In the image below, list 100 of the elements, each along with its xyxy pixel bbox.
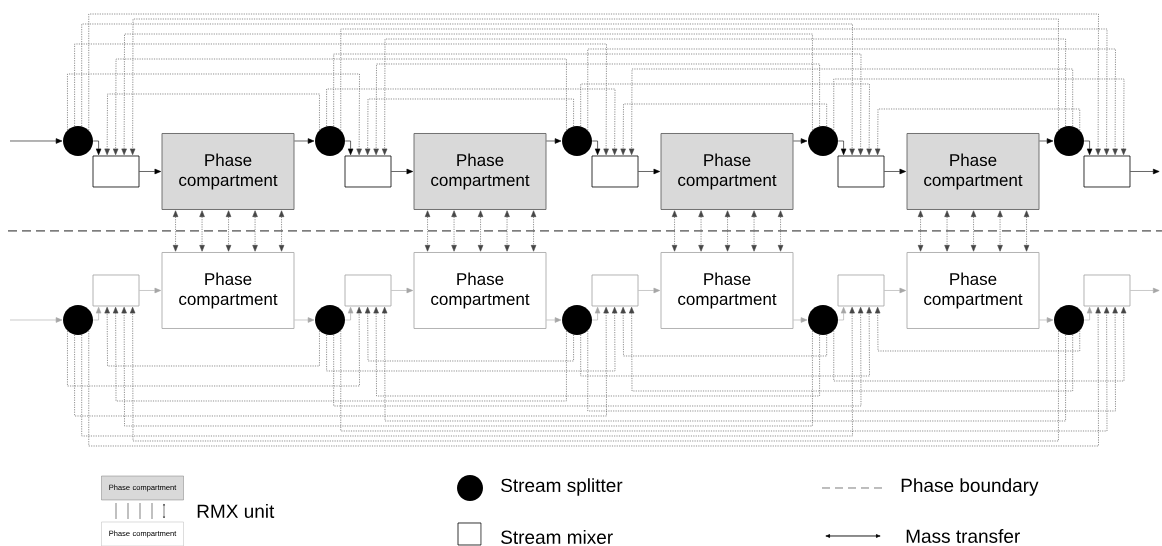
stream-mixer [1083,274,1131,307]
arrow [294,138,315,144]
arrow [620,306,827,357]
mass-transfer-arrow [252,210,258,252]
mass-transfer-arrow [917,210,924,252]
arrow [638,168,661,175]
mass-transfer-arrow [1023,210,1030,252]
arrow [333,53,864,156]
arrow [546,317,562,323]
stream-mixer [92,155,140,188]
stream-mixer [591,155,639,188]
arrow [833,78,1127,156]
legend-text: Mass transfer [906,529,1020,543]
arrow [364,98,574,156]
legend-text: Stream mixer [501,530,613,544]
stream-splitter [1054,126,1084,156]
mass-transfer-arrow [225,210,232,252]
phase-compartment-box: Phase compartment [161,133,295,210]
arrow [326,88,618,156]
stream-splitter [63,305,93,335]
arrow [580,83,872,156]
arrow [628,68,1073,156]
mass-transfer-arrow [172,210,179,252]
arrow [121,306,813,427]
phase-compartment-box: Phase compartment [413,133,547,210]
arrow [884,168,907,175]
stream-mixer [837,274,885,307]
arrow [92,140,102,156]
arrow [294,317,315,323]
stream-splitter [315,126,345,156]
arrow [333,306,864,407]
mass-transfer-arrow [451,210,457,252]
stream-mixer [344,155,392,188]
legend-text: Stream splitter [501,478,623,496]
arrow [340,28,1110,156]
mass-transfer-arrow [777,210,784,252]
arrow [9,138,63,144]
arrow [67,73,362,156]
stream-mixer [344,274,392,307]
stream-splitter [562,305,592,335]
legend-text: RMX unit [197,504,275,518]
arrow [833,306,1127,382]
mass-transfer-arrow [970,210,977,252]
arrow [81,23,855,156]
arrow [326,306,618,372]
arrow [620,103,827,156]
arrow [112,306,567,402]
arrow [1130,168,1160,175]
phase-compartment-box: Phase compartment [413,252,547,329]
arrow [139,287,162,294]
arrow [139,168,162,175]
mass-transfer-arrow [751,210,757,252]
mass-transfer-arrow [698,210,704,252]
arrow [381,38,1066,156]
arrow [340,306,1110,432]
phase-compartment-box: Phase compartment [906,252,1040,329]
arrow [793,317,808,323]
arrow [104,93,320,156]
legend-text: Phase boundary [901,478,1039,496]
phase-compartment-box: Phase compartment [161,252,295,329]
arrow [344,140,354,156]
stream-splitter [808,126,838,156]
arrow [74,306,609,417]
arrow [837,306,847,321]
stream-mixer [837,155,885,188]
mass-transfer-arrow [671,210,678,252]
stream-splitter [1054,305,1084,335]
arrow [104,306,320,367]
arrow [344,306,354,321]
arrow [391,168,414,175]
phase-compartment-box: Phase compartment [660,133,794,210]
arrow [591,140,601,156]
stream-mixer [1083,155,1131,188]
arrow [364,306,574,362]
mass-transfer-arrow [944,210,950,252]
arrow [373,306,820,397]
arrow [381,306,1066,422]
arrow [875,306,1081,352]
arrow [1039,317,1054,323]
arrow [837,140,847,156]
arrow [546,138,562,144]
stream-splitter [562,126,592,156]
mass-transfer-arrow [504,210,510,252]
mass-transfer-arrow [199,210,205,252]
arrow [874,108,1081,156]
arrow [580,306,872,377]
stream-splitter [315,305,345,335]
arrow [74,43,609,156]
arrow [1130,287,1160,294]
arrow [9,317,63,323]
arrow [391,287,414,294]
phase-compartment-box: Phase compartment [660,252,794,329]
stream-splitter [808,305,838,335]
arrow [587,306,1118,412]
arrow [67,306,362,387]
mass-transfer-arrow [997,210,1003,252]
arrow [884,287,907,294]
arrow [591,306,601,321]
arrow [112,58,567,156]
arrow [638,287,661,294]
